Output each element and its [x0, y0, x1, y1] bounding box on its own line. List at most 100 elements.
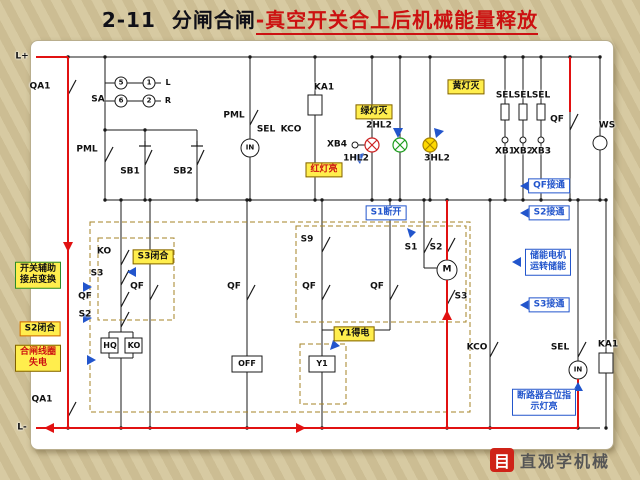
label-sb1: SB1: [120, 166, 140, 177]
label-sel-r3: SEL: [531, 90, 551, 101]
label-in-top: IN: [245, 143, 255, 152]
label-kco-bottom: KCO: [466, 342, 488, 353]
label-2hl2: 2HL2: [366, 120, 392, 131]
ko-coil-box: [124, 337, 143, 354]
label-l-plus: L+: [15, 51, 29, 62]
lamp-symbols: [364, 137, 438, 153]
label-kco-top: KCO: [280, 124, 302, 135]
label-xb3: XB3: [530, 146, 552, 157]
title-black-part: 分闸合闸: [171, 8, 256, 32]
watermark-logo-icon: 目: [489, 448, 514, 472]
label-s3-left: S3: [90, 268, 104, 279]
label-s1: S1: [404, 242, 418, 253]
callout-breaker-closed-indicator: 断路器合位指 示灯亮: [511, 388, 577, 416]
label-sel-r2: SEL: [513, 90, 533, 101]
contact-symbols: [67, 79, 587, 418]
label-qa1-bottom: QA1: [31, 394, 53, 405]
page-title: 2-11 分闸合闸-真空开关合上后机械能量释放: [0, 4, 640, 35]
xb1-terminal: [501, 136, 509, 144]
callout-s2-on: S2接通: [528, 205, 570, 221]
label-sb2: SB2: [173, 166, 193, 177]
label-s2-left: S2: [78, 309, 92, 320]
watermark-text: 直观学机械: [519, 452, 610, 471]
off-box: [231, 355, 263, 373]
label-qf-contact-2: QF: [227, 281, 241, 292]
callout-aux-line2: 接点变换: [19, 275, 57, 285]
sa-contact-5: [114, 76, 128, 90]
y1-coil-box: [308, 355, 336, 373]
label-r: R: [164, 96, 172, 105]
callout-coil-line2: 失电: [28, 358, 48, 368]
sa-contact-2: [142, 94, 156, 108]
label-sa-5: 5: [118, 78, 124, 87]
label-sa: SA: [91, 94, 105, 105]
label-l-minus: L-: [17, 422, 27, 433]
callout-y1-energized: Y1得电: [333, 326, 375, 342]
label-qf-contact-4: QF: [370, 281, 384, 292]
callout-s2-closed: S2闭合: [19, 321, 61, 337]
label-pml-mid: PML: [223, 110, 245, 121]
label-qf-contact-3: QF: [302, 281, 316, 292]
label-1hl2: 1HL2: [343, 153, 369, 164]
ws-device: [592, 135, 608, 151]
xb3-terminal: [537, 136, 545, 144]
label-xb4: XB4: [326, 139, 348, 150]
label-l: L: [165, 78, 171, 87]
label-in-bottom: IN: [573, 365, 583, 374]
red-lamp-icon: [364, 137, 380, 153]
label-sel-top: SEL: [256, 124, 276, 135]
label-ka1-top: KA1: [313, 82, 335, 93]
hq-coil-box: [100, 337, 119, 354]
xb2-terminal: [519, 136, 527, 144]
label-3hl2: 3HL2: [424, 153, 450, 164]
callout-aux-contact-change: 开关辅助 接点变换: [14, 261, 62, 289]
yellow-lamp-icon: [422, 137, 438, 153]
label-sel-r1: SEL: [495, 90, 515, 101]
green-lamp-icon: [392, 137, 408, 153]
label-xb1: XB1: [494, 146, 516, 157]
callout-motor-line1: 储能电机: [529, 250, 567, 261]
label-sa-6: 6: [118, 96, 124, 105]
title-number: 2-11: [101, 8, 156, 32]
label-qf-left: QF: [78, 291, 92, 302]
label-ko-contact: KO: [96, 246, 112, 257]
callout-red-lamp-on: 红灯亮: [305, 162, 343, 178]
label-sa-1: 1: [146, 78, 152, 87]
label-pml-left: PML: [76, 144, 98, 155]
fuse-sel-1: [500, 103, 510, 121]
component-symbols: [100, 76, 614, 380]
left-contact-group-box: [97, 237, 175, 321]
callout-motor-line2: 运转储能: [529, 262, 567, 272]
callout-aux-line1: 开关辅助: [19, 263, 57, 274]
label-qa1-top: QA1: [29, 81, 51, 92]
title-red-part: -真空开关合上后机械能量释放: [255, 8, 539, 35]
label-sel-bottom: SEL: [550, 342, 570, 353]
in-device-top: [240, 138, 260, 158]
label-s3-right: S3: [454, 291, 468, 302]
callout-closing-coil-deenergized: 合闸线圈 失电: [14, 344, 62, 372]
callout-motor-run: 储能电机 运转储能: [524, 248, 572, 276]
label-s2-mid: S2: [429, 242, 443, 253]
label-y1-box: Y1: [316, 359, 328, 368]
motor-group-box: [295, 225, 467, 323]
callout-qf-on: QF接通: [528, 178, 570, 194]
ka1-bottom-coil: [598, 352, 614, 374]
callout-breaker-line1: 断路器合位指: [516, 390, 572, 401]
sa-contact-1: [142, 76, 156, 90]
label-motor-m: M: [442, 264, 452, 275]
fuse-sel-2: [518, 103, 528, 121]
label-ko-box: KO: [127, 341, 141, 350]
label-qf-top-right: QF: [550, 114, 564, 125]
label-off-box: OFF: [238, 359, 256, 368]
energized-arrowheads: [44, 242, 452, 433]
callout-yellow-lamp-off: 黄灯灭: [447, 79, 485, 95]
callout-s3-on: S3接通: [528, 297, 570, 313]
sa-contact-6: [114, 94, 128, 108]
label-ws: WS: [598, 120, 616, 131]
fuse-sel-3: [536, 103, 546, 121]
callout-breaker-line2: 示灯亮: [530, 402, 558, 412]
callout-s3-closed: S3闭合: [132, 249, 174, 265]
label-ka1-bottom: KA1: [597, 339, 619, 350]
label-xb2: XB2: [512, 146, 534, 157]
